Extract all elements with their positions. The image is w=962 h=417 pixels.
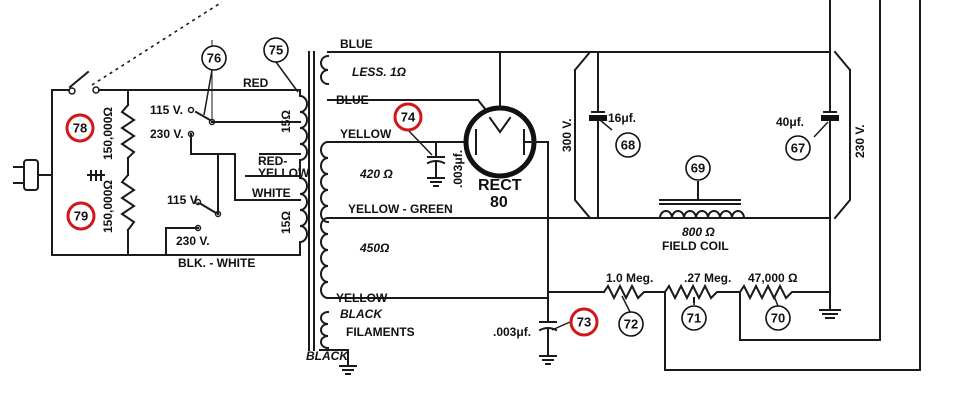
blk-white-label: BLK. - WHITE bbox=[178, 256, 255, 270]
callout-69-label: 69 bbox=[691, 161, 705, 176]
v230-top-label: 230 V. bbox=[150, 127, 184, 141]
callout-79-label: 79 bbox=[74, 209, 88, 224]
callout-67-label: 67 bbox=[791, 141, 805, 156]
resistor-79 bbox=[120, 157, 136, 256]
rectifier-tube-icon bbox=[463, 51, 549, 179]
callout-69: 69 bbox=[685, 155, 711, 181]
callout-75-label: 75 bbox=[269, 43, 283, 58]
voltage-selector-switch-top bbox=[127, 40, 301, 201]
r15-bottom-label: 15Ω bbox=[279, 211, 293, 234]
yellow-wire-label-2: YELLOW bbox=[336, 291, 388, 305]
field-coil-icon bbox=[658, 181, 746, 220]
power-switch-icon bbox=[68, 1, 223, 95]
v230-bottom-label: 230 V. bbox=[176, 234, 210, 248]
callout-70-label: 70 bbox=[771, 311, 785, 326]
callout-71: 71 bbox=[681, 305, 707, 331]
filaments-label: FILAMENTS bbox=[346, 325, 415, 339]
capacitor-74 bbox=[426, 141, 446, 187]
callout-70: 70 bbox=[765, 305, 791, 331]
cap-003-label: .003μf. bbox=[493, 325, 531, 339]
callout-78-label: 78 bbox=[73, 121, 87, 136]
cap40-label: 40μf. bbox=[776, 115, 804, 129]
divider-resistors bbox=[547, 283, 831, 303]
r450-label: 450Ω bbox=[359, 241, 390, 255]
blue-wire-label: BLUE bbox=[340, 37, 373, 51]
cap-003-vertical-label: .003μf. bbox=[451, 150, 465, 188]
r27meg-label: .27 Meg. bbox=[684, 271, 731, 285]
filter-network bbox=[573, 0, 921, 371]
transformer-primary bbox=[245, 89, 308, 256]
callout-leaders bbox=[203, 61, 829, 331]
callout-68: 68 bbox=[615, 132, 641, 158]
r420-label: 420 Ω bbox=[359, 167, 393, 181]
callout-79: 79 bbox=[66, 201, 96, 231]
callout-72-label: 72 bbox=[624, 317, 638, 332]
v230-right-label: 230 V. bbox=[853, 124, 867, 158]
black-wire-label-2: BLACK bbox=[306, 349, 349, 363]
r1meg-label: 1.0 Meg. bbox=[606, 271, 653, 285]
field-coil-label: FIELD COIL bbox=[662, 239, 729, 253]
ac-plug-icon bbox=[13, 159, 53, 191]
yellow-wire-label: YELLOW bbox=[340, 127, 392, 141]
callout-67: 67 bbox=[785, 135, 811, 161]
black-wire-label: BLACK bbox=[340, 307, 383, 321]
yellow-green-label: YELLOW - GREEN bbox=[348, 202, 453, 216]
blue-wire-label-2: BLUE bbox=[336, 93, 369, 107]
callout-68-label: 68 bbox=[621, 138, 635, 153]
white-wire-label: WHITE bbox=[252, 186, 291, 200]
rect-label: RECT bbox=[478, 177, 522, 194]
field-resistance-label: 800 Ω bbox=[682, 225, 715, 239]
red-wire-label: RED bbox=[243, 76, 269, 90]
capacitor-73 bbox=[538, 321, 558, 365]
callout-75: 75 bbox=[263, 37, 289, 63]
callout-74: 74 bbox=[393, 102, 423, 132]
mains-wiring bbox=[51, 89, 129, 256]
v115-bottom-label: 115 V. bbox=[167, 193, 200, 207]
r15-top-label: 15Ω bbox=[279, 110, 293, 133]
r150k-top-label: 150,000Ω bbox=[101, 107, 115, 160]
callout-76: 76 bbox=[201, 45, 227, 71]
cap16-label: 16μf. bbox=[608, 111, 636, 125]
less-1-ohm-label: LESS. 1Ω bbox=[352, 65, 407, 79]
red-yellow-label-1: RED- bbox=[258, 154, 287, 168]
callout-74-label: 74 bbox=[401, 110, 416, 125]
rect-80-label: 80 bbox=[490, 194, 508, 211]
callout-73: 73 bbox=[569, 307, 599, 337]
transformer-secondary bbox=[319, 51, 831, 375]
voltage-selector-switch-bottom bbox=[127, 153, 301, 256]
callout-73-label: 73 bbox=[577, 315, 591, 330]
r150k-bottom-label: 150,000Ω bbox=[101, 180, 115, 233]
resistor-78 bbox=[120, 103, 136, 160]
v300-label: 300 V. bbox=[560, 118, 574, 152]
r47k-label: 47,000 Ω bbox=[748, 271, 798, 285]
callout-78: 78 bbox=[65, 113, 95, 143]
callout-72: 72 bbox=[618, 311, 644, 337]
v115-top-label: 115 V. bbox=[150, 103, 183, 117]
callout-76-label: 76 bbox=[207, 51, 221, 66]
transformer-core bbox=[308, 51, 315, 351]
callout-71-label: 71 bbox=[687, 311, 701, 326]
